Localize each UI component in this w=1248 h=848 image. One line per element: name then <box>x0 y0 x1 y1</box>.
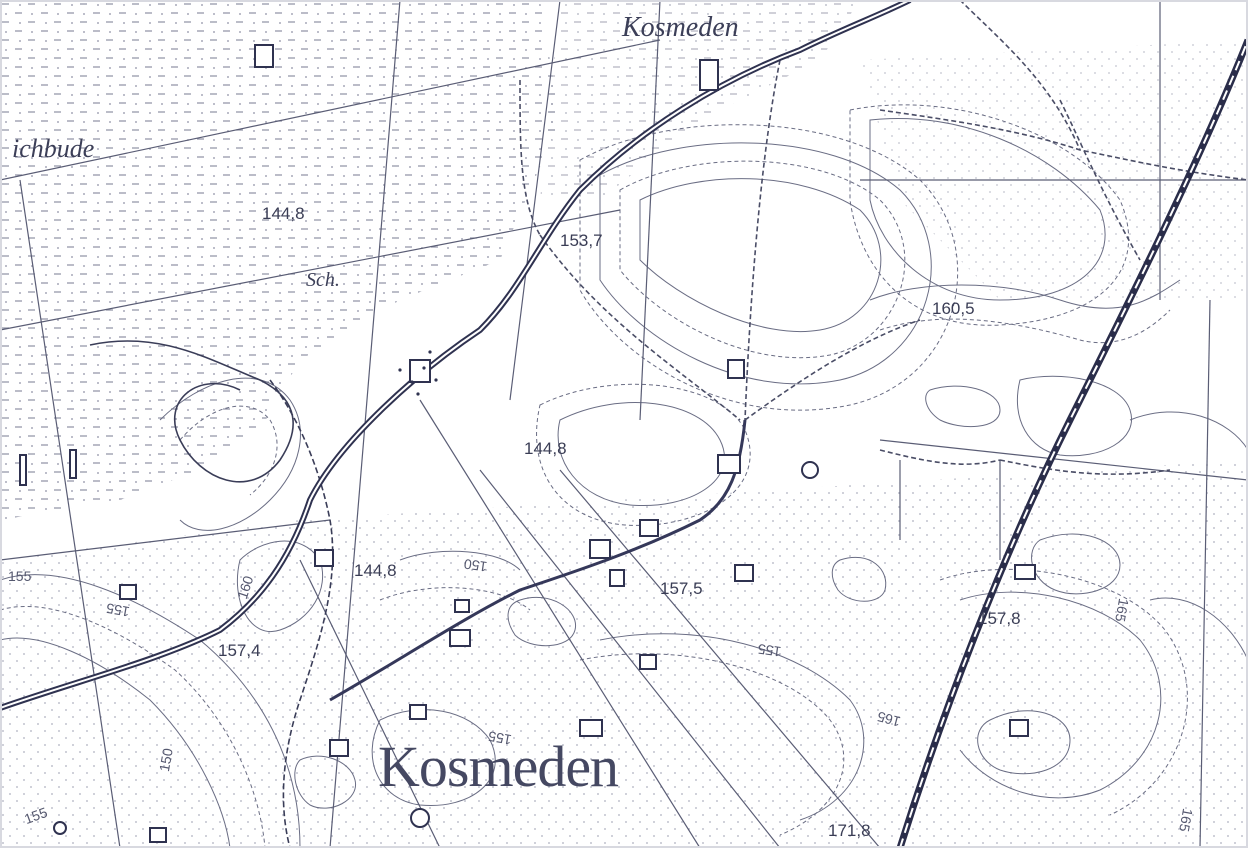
elevation-label: 157,5 <box>660 579 703 598</box>
elevation-label: 144,8 <box>354 561 397 580</box>
railway <box>896 38 1248 848</box>
elevation-label: 160,5 <box>932 299 975 318</box>
elevation-label: 157,8 <box>978 609 1021 628</box>
buildings <box>19 44 1036 843</box>
elevation-label: 144,8 <box>262 204 305 223</box>
orchard-symbols <box>398 350 438 396</box>
village-road <box>329 419 747 702</box>
elevation-label: 157,4 <box>218 641 261 660</box>
elevation-label: 171,8 <box>828 821 871 840</box>
contour-label: 150 <box>462 555 489 575</box>
elevation-label: 144,8 <box>524 439 567 458</box>
main-road <box>0 0 912 711</box>
place-label-kosmeden-village[interactable]: Kosmeden <box>378 734 619 799</box>
elevation-label: 153,7 <box>560 231 603 250</box>
contour-label: 155 <box>756 640 783 660</box>
footpaths <box>519 0 1248 475</box>
contour-label: 155 <box>8 568 32 584</box>
place-label-eichbude[interactable]: ichbude <box>12 134 95 163</box>
place-label-school[interactable]: Sch. <box>306 269 340 291</box>
stream <box>89 340 334 848</box>
place-label-kosmeden-north[interactable]: Kosmeden <box>622 12 739 43</box>
